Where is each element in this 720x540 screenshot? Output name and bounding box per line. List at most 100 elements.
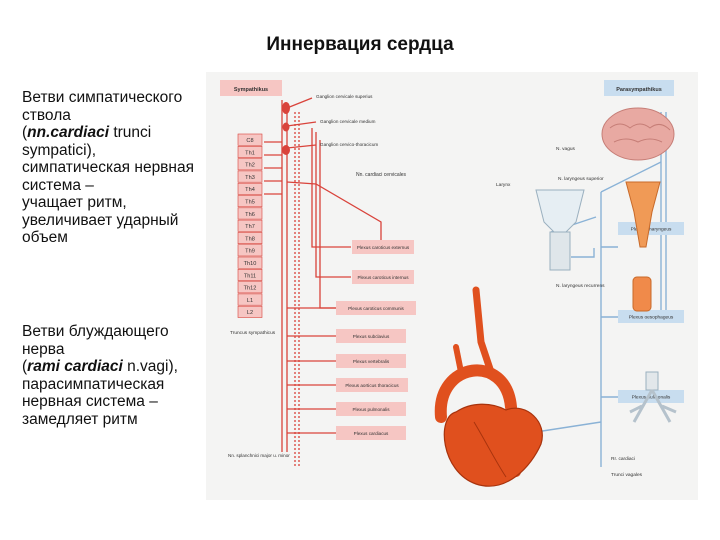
segment-label: Th10: [244, 261, 257, 267]
vag-line-5: нервная система –: [22, 393, 158, 410]
segment-label: Th12: [244, 286, 257, 292]
parasympathicus-header-box: [604, 80, 674, 96]
segment-box: [237, 232, 263, 244]
ganglia-nodes: [282, 102, 290, 155]
laryngeus-recurrens-label: N. laryngeus recurrens: [556, 283, 605, 289]
parasympathicus-header-label: Parasympathikus: [616, 87, 662, 93]
sym-line-7: учащает ритм,: [22, 194, 127, 211]
segment-box: [237, 305, 263, 318]
sympathetic-plexus-label: Plexus subclavius: [353, 334, 390, 339]
segment-label: L2: [247, 310, 253, 316]
segment-label: Th6: [245, 212, 255, 218]
sym-line-3-open: (: [22, 124, 28, 141]
trunci-vagales-label: Trunci vagales: [611, 472, 643, 478]
plexus-feeder-lines: [287, 307, 336, 434]
segment-box: [237, 293, 263, 306]
cervical-cardiac-branch: [286, 181, 382, 242]
oesophagus-icon: [632, 276, 652, 312]
segment-box: [237, 158, 263, 171]
subclavian-artery: [453, 344, 464, 375]
segment-box: [237, 281, 263, 294]
vag-line-3-term: rami cardiaci: [27, 358, 123, 375]
vagal-description: Ветви блуждающего нерва (rami cardiaci n…: [22, 323, 207, 428]
ganglion-superius-node: [282, 102, 290, 114]
segment-label: C8: [246, 138, 253, 144]
parasympathetic-plexus-label: Plexus pulmonalis: [632, 395, 671, 401]
ganglion-cervicothoracicum-node: [282, 145, 290, 155]
segment-box: [237, 170, 263, 183]
segment-box: [237, 207, 263, 220]
segment-label: L1: [247, 298, 253, 304]
segment-label: Th1: [245, 150, 255, 156]
sympathetic-plexus-label: Plexus pulmonalis: [352, 407, 390, 412]
splanchnici-label: Nn. splanchnici major u. minor: [228, 453, 290, 458]
sym-line-4: sympatici),: [22, 141, 97, 159]
parasympathetic-plexus-label: Plexus pharyngeus: [631, 227, 672, 233]
sym-line-6: система –: [22, 176, 94, 194]
branch-carotis-internus: [315, 132, 351, 278]
ganglion-labels: Ganglion cervicale superius Ganglion cer…: [316, 94, 378, 147]
segment-box: [237, 219, 263, 232]
sym-line-8: увеличивает ударный: [22, 211, 179, 229]
brain-gyri: [609, 123, 671, 143]
brain-illustration: [601, 107, 675, 161]
vag-line-6: замедляет ритм: [22, 410, 138, 428]
segment-box: [237, 244, 263, 257]
sympathetic-plexus-box: [336, 354, 406, 368]
vagus-labels: N. vagus N. laryngeus superior Larynx N.…: [496, 146, 643, 478]
parasympathetic-plexus-label: Plexus oesophageus: [629, 315, 674, 321]
sympathicus-header-label: Sympathikus: [234, 87, 268, 93]
trachea-lower-icon: [645, 371, 659, 391]
sympathetic-plexus-label: Plexus caroticus externus: [357, 245, 410, 250]
sym-line-9: объем: [22, 229, 68, 246]
segment-box: [237, 256, 263, 269]
heart-illustration: [443, 403, 543, 487]
heart-icon: [443, 403, 543, 487]
branch-to-ganglion-cervicothoracicum: [286, 144, 317, 149]
parasympathetic-plexus-box: [618, 390, 684, 403]
sym-line-3-rest: trunci: [109, 124, 152, 141]
slide-title: Иннервация сердца: [266, 34, 454, 55]
aortic-arch: [434, 364, 517, 423]
segment-label: Th5: [245, 200, 255, 206]
sym-line-5: симпатическая нервная: [22, 159, 194, 176]
sym-line-2: ствола: [22, 106, 71, 124]
segment-label: Th11: [244, 273, 256, 279]
bronchi-illustration: [629, 371, 677, 423]
n-vagus-label: N. vagus: [556, 146, 576, 152]
vagus-branch: [600, 161, 662, 193]
segment-box: [237, 146, 263, 158]
segment-label: Th2: [245, 163, 255, 169]
sympathicus-header-box: [220, 80, 282, 96]
sympathetic-plexus-box: [336, 402, 406, 416]
segment-box: [237, 269, 263, 281]
sympathetic-plexus-box: [336, 329, 406, 343]
bronchi-icon: [629, 389, 677, 423]
segment-label: Th9: [245, 249, 255, 255]
segment-box: [237, 182, 263, 195]
carotid-artery: [472, 286, 495, 376]
larynx-label: Larynx: [496, 182, 511, 188]
trachea-icon: [549, 231, 571, 271]
segment-box: [237, 133, 263, 146]
sympathetic-plexus-label: Plexus caroticus communis: [348, 306, 404, 311]
vag-line-4: парасимпатическая: [22, 375, 165, 393]
nn-cardiaci-cervicales-label: Nn. cardiaci cervicales: [356, 172, 407, 178]
sympathetic-plexus-box: [336, 426, 406, 440]
vag-line-3: (rami cardiaci n.vagi),: [22, 358, 207, 376]
heart-groove: [473, 421, 507, 478]
ganglion-medium-node: [282, 122, 290, 132]
branch-to-ganglion-superius: [286, 97, 313, 109]
sym-line-1: Ветви симпатического: [22, 89, 183, 106]
sympathetic-trunk-lines: [264, 97, 382, 467]
innervation-diagram: Sympathikus Parasympathikus C8Th1Th2Th3T…: [220, 80, 684, 487]
parasympathetic-plexus-box: [618, 310, 684, 323]
sympathetic-plexus-box: [336, 378, 408, 392]
segment-connectors: [264, 141, 282, 195]
sym-line-3: (nn.cardiaci trunci: [22, 124, 207, 142]
sympathetic-plexus-label: Plexus vertebralis: [353, 359, 390, 364]
ganglion-superius-label: Ganglion cervicale superius: [316, 94, 373, 99]
spinal-segment-column: C8Th1Th2Th3Th4Th5Th6Th7Th8Th9Th10Th11Th1…: [237, 133, 263, 318]
